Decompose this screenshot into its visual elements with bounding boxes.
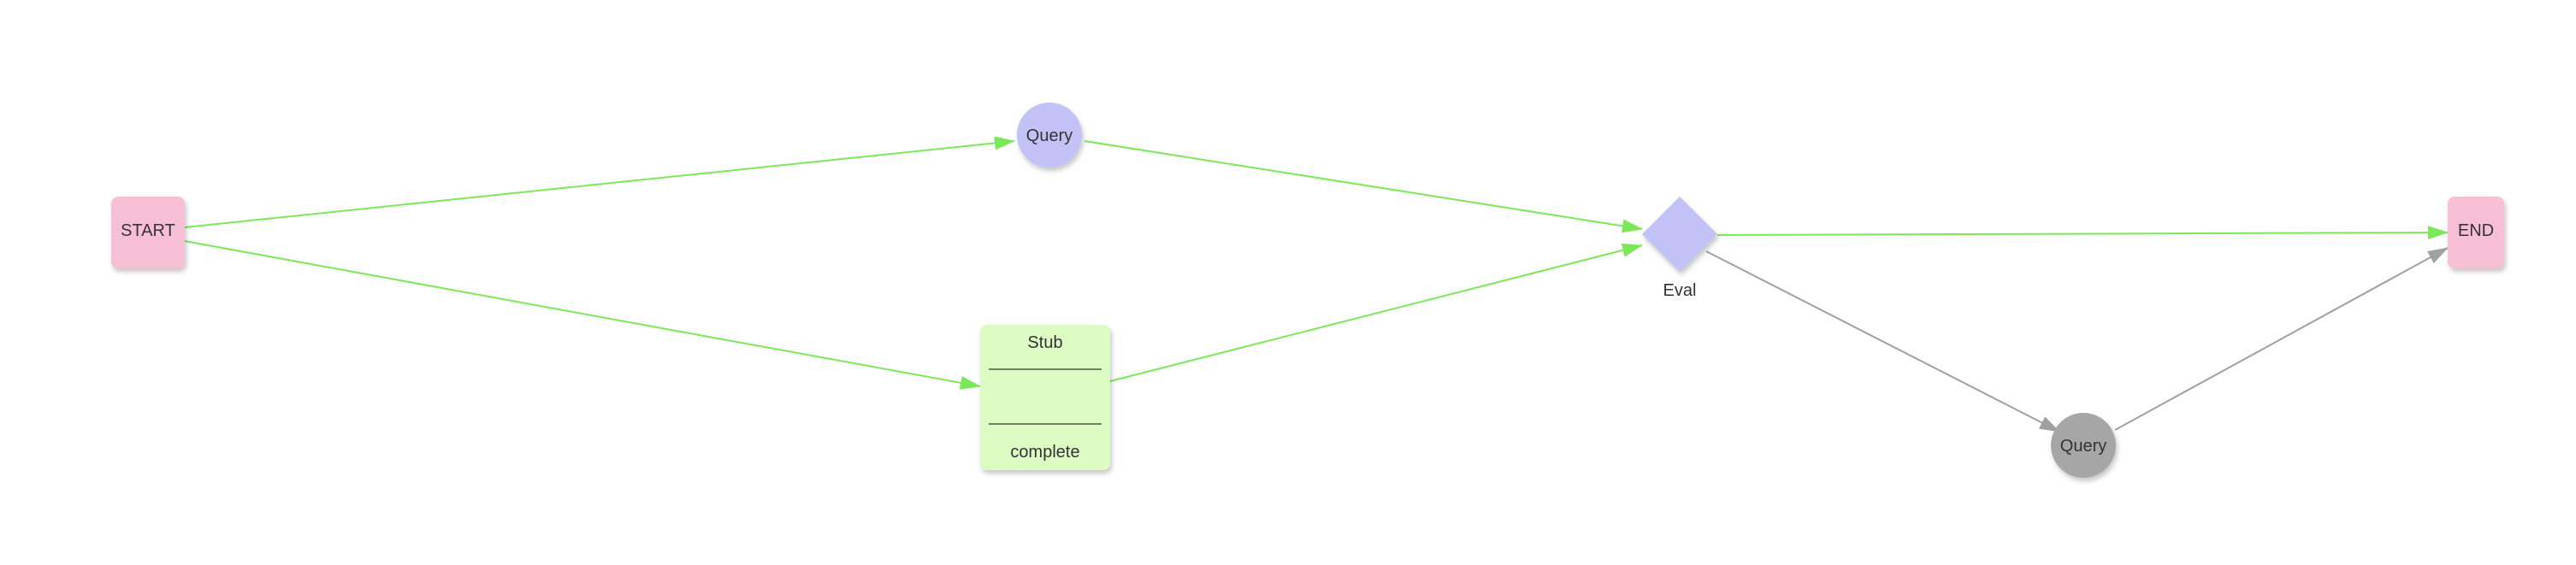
start-node-label: START — [121, 221, 175, 240]
edges — [184, 136, 2449, 433]
stub-node-title: Stub — [1027, 333, 1062, 352]
stub-node-footer: complete — [1010, 443, 1079, 462]
query-node-label: Query — [1026, 127, 1072, 145]
edge-eval-to-query-bottom — [1705, 250, 2060, 433]
start-node-shape — [111, 197, 185, 268]
stub-node-shape — [980, 325, 1110, 470]
end-node-label: END — [2458, 221, 2494, 240]
stub-node[interactable] — [980, 325, 1110, 470]
end-node[interactable] — [2448, 197, 2504, 268]
edge-query-to-eval — [1084, 140, 1643, 233]
query-node-shape — [1017, 103, 1082, 168]
edge-eval-to-end — [1716, 226, 2449, 240]
query-node-inactive-shape — [2051, 413, 2116, 478]
edge-start-to-stub — [184, 240, 981, 390]
edge-stub-to-eval — [1109, 243, 1643, 382]
query-node[interactable] — [1017, 103, 1082, 168]
edge-query-bottom-to-end — [2114, 247, 2449, 431]
start-node[interactable] — [111, 197, 185, 268]
query-node-inactive[interactable] — [2051, 413, 2116, 478]
eval-node-label: Eval — [1663, 281, 1697, 300]
query-node-inactive-label: Query — [2060, 437, 2106, 456]
eval-node-shape — [1642, 197, 1717, 272]
edge-start-to-query — [184, 136, 1015, 228]
eval-node[interactable] — [1642, 197, 1717, 272]
end-node-shape — [2448, 197, 2504, 268]
